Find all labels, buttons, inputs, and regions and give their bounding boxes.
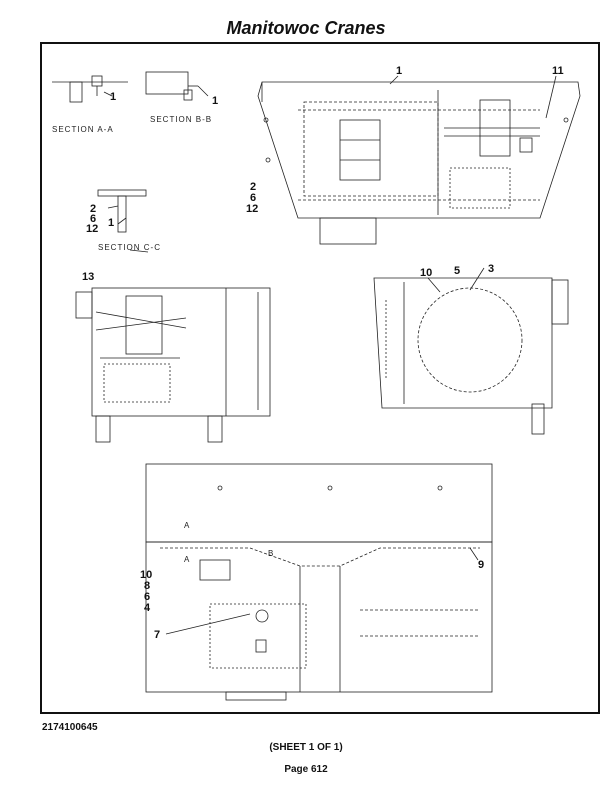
callout-left-13: 13 (82, 271, 94, 283)
section-b-label: SECTION B-B (150, 115, 212, 124)
section-mark-a-top: A (184, 521, 190, 530)
callout-sec-a: 1 (110, 91, 116, 103)
bottom-view-drawing (145, 463, 493, 701)
callout-right-10: 10 (420, 267, 432, 279)
callout-bottom-6: 6 (144, 591, 150, 603)
callout-c-2: 2 (90, 203, 96, 215)
left-view-drawing (75, 287, 271, 443)
callout-sec-b: 1 (212, 95, 218, 107)
callout-top-12: 12 (246, 203, 258, 215)
sheet-indicator: (SHEET 1 OF 1) (269, 742, 343, 753)
callout-top-1: 1 (396, 65, 402, 77)
right-view-drawing (373, 277, 569, 435)
callout-bottom-7: 7 (154, 629, 160, 641)
callout-right-3: 3 (488, 263, 494, 275)
drawing-frame (40, 42, 600, 714)
page-title: Manitowoc Cranes (226, 18, 386, 38)
drawing-number: 2174100645 (42, 722, 98, 733)
section-mark-a-bottom: A (184, 555, 190, 564)
callout-c-6: 6 (90, 213, 96, 225)
section-a-label: SECTION A-A (52, 125, 114, 134)
callout-bottom-4: 4 (144, 602, 151, 614)
callout-c-12: 12 (86, 223, 98, 235)
section-c-label: SECTION C-C (98, 243, 161, 252)
callout-top-2: 2 (250, 181, 256, 193)
callout-bottom-9: 9 (478, 559, 484, 571)
callout-top-6: 6 (250, 192, 256, 204)
section-a-sketch (52, 75, 128, 103)
callout-right-5: 5 (454, 265, 460, 277)
callout-c-1: 1 (108, 217, 114, 229)
section-c-sketch (97, 189, 147, 233)
page-number: Page 612 (284, 764, 328, 775)
section-mark-b: B (268, 549, 274, 558)
callout-bottom-8: 8 (144, 580, 150, 592)
top-view-drawing (257, 81, 581, 245)
callout-bottom-10: 10 (140, 569, 152, 581)
section-b-sketch (145, 71, 209, 101)
callout-top-11: 11 (552, 65, 564, 77)
